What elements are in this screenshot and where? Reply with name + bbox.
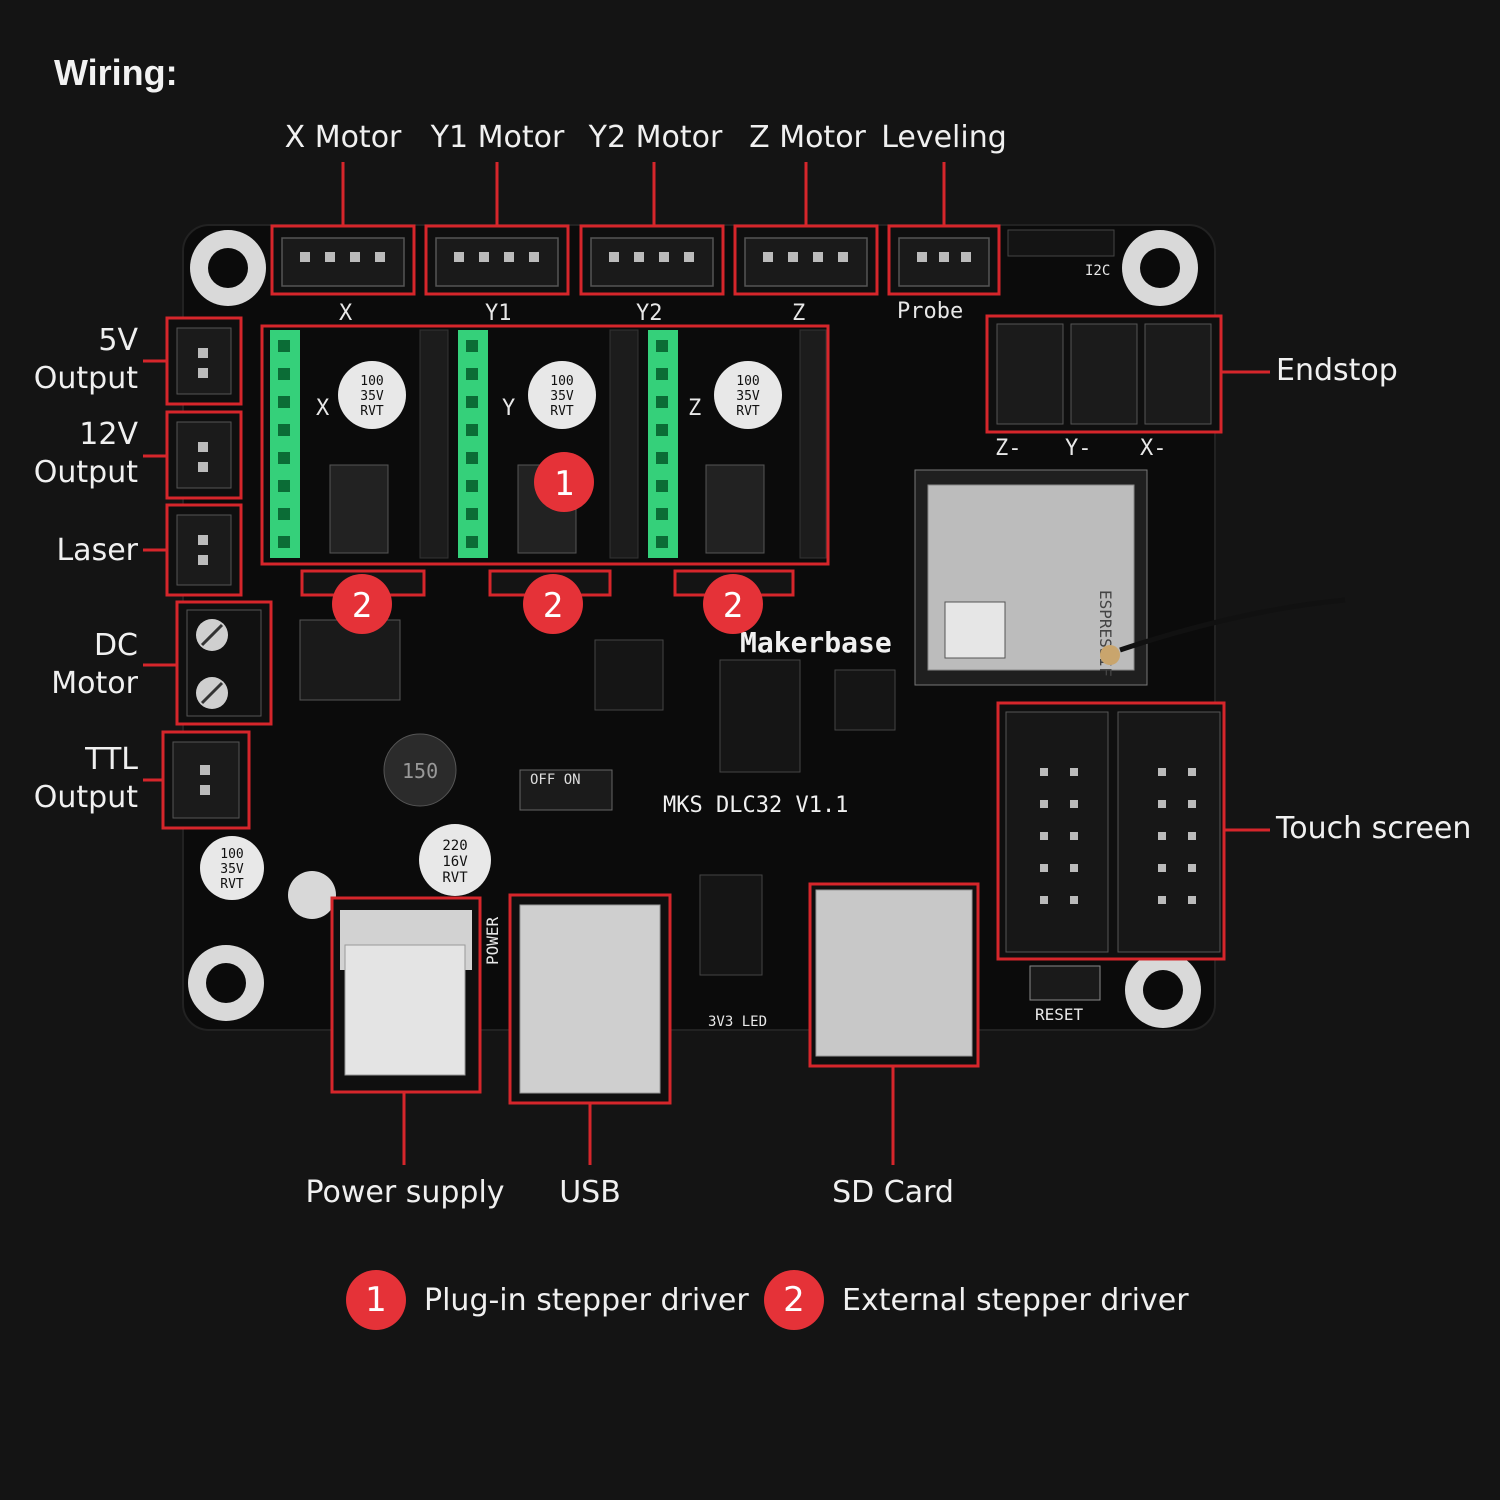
legend-text-1: Plug-in stepper driver: [424, 1282, 749, 1318]
model-silk: MKS DLC32 V1.1: [663, 793, 848, 818]
label-laser: Laser: [56, 533, 138, 568]
svg-text:RVT: RVT: [220, 877, 244, 892]
bottom-connectors: POWER 3V3 LED: [330, 882, 980, 1105]
silk-probe: Probe: [897, 299, 963, 324]
label-x-motor: X Motor: [284, 120, 402, 155]
svg-text:Z: Z: [688, 396, 701, 421]
board-badge-2b: [523, 574, 583, 634]
svg-text:RVT: RVT: [360, 404, 384, 419]
chips: 150 OFF ON: [299, 619, 896, 976]
svg-text:35V: 35V: [220, 862, 244, 877]
svg-text:35V: 35V: [360, 389, 384, 404]
touch-screen-headers: [996, 701, 1226, 961]
endstop-connectors: [985, 314, 1223, 434]
label-usb: USB: [559, 1175, 621, 1210]
svg-text:2: 2: [723, 586, 743, 626]
wifi-module: ESPRESSIF: [914, 469, 1346, 686]
label-endstop: Endstop: [1276, 353, 1398, 388]
power-switch-silk: OFF ON: [530, 772, 581, 788]
silk-endstop-y: Y-: [1065, 436, 1092, 461]
silk-y1: Y1: [485, 301, 512, 326]
svg-text:RVT: RVT: [550, 404, 574, 419]
legend-text-2: External stepper driver: [842, 1282, 1189, 1318]
svg-text:16V: 16V: [442, 854, 468, 870]
svg-text:1: 1: [554, 464, 574, 504]
svg-text:RVT: RVT: [442, 870, 468, 886]
label-z-motor: Z Motor: [749, 120, 866, 155]
label-y2-motor: Y2 Motor: [588, 120, 723, 155]
led-silk: 3V3 LED: [708, 1014, 767, 1030]
svg-text:35V: 35V: [550, 389, 574, 404]
board-badge-2c: [703, 574, 763, 634]
page-title: Wiring:: [54, 52, 178, 93]
motor-connectors: [270, 224, 1115, 296]
svg-text:RVT: RVT: [736, 404, 760, 419]
board-badge-2a: [332, 574, 392, 634]
legend-plug-in-driver: 1 Plug-in stepper driver: [346, 1270, 749, 1330]
svg-text:100: 100: [736, 374, 759, 389]
silk-x: X: [339, 301, 353, 326]
svg-text:150: 150: [402, 759, 438, 783]
board-badge-1: [534, 452, 594, 512]
silk-z: Z: [792, 301, 805, 326]
mounting-holes: [188, 230, 1201, 1028]
legend-badge-1: 1: [346, 1270, 406, 1330]
brand-silk: Makerbase: [740, 626, 892, 659]
board-badges: 1 2 2 2: [332, 452, 763, 634]
svg-text:100: 100: [550, 374, 573, 389]
svg-text:X: X: [316, 396, 330, 421]
label-leveling: Leveling: [881, 120, 1007, 155]
legend-external-driver: 2 External stepper driver: [764, 1270, 1189, 1330]
svg-text:Y: Y: [502, 396, 515, 421]
reset-button: [1029, 965, 1101, 1001]
reset-silk: RESET: [1035, 1005, 1084, 1024]
svg-text:2: 2: [352, 586, 372, 626]
svg-text:35V: 35V: [736, 389, 760, 404]
label-sd-card: SD Card: [832, 1175, 954, 1210]
stepper-drivers: 100 35V RVT 100 35V RVT 100 35V RVT X Y …: [270, 329, 827, 559]
label-power-supply: Power supply: [305, 1175, 505, 1210]
silk-endstop-z: Z-: [995, 436, 1022, 461]
label-touch-screen: Touch screen: [1276, 811, 1472, 846]
silk-endstop-x: X-: [1140, 436, 1167, 461]
lower-caps: 100 35V RVT 220 16V RVT: [200, 824, 491, 919]
callout-lines: [143, 162, 1270, 1165]
driver-area-box: [260, 324, 830, 566]
power-silk: POWER: [483, 916, 502, 965]
legend-badge-2: 2: [764, 1270, 824, 1330]
svg-text:100: 100: [220, 847, 243, 862]
silk-y2: Y2: [636, 301, 663, 326]
svg-text:100: 100: [360, 374, 383, 389]
svg-text:220: 220: [442, 838, 467, 854]
label-y1-motor: Y1 Motor: [430, 120, 565, 155]
silk-i2c: I2C: [1085, 263, 1110, 279]
svg-text:2: 2: [543, 586, 563, 626]
